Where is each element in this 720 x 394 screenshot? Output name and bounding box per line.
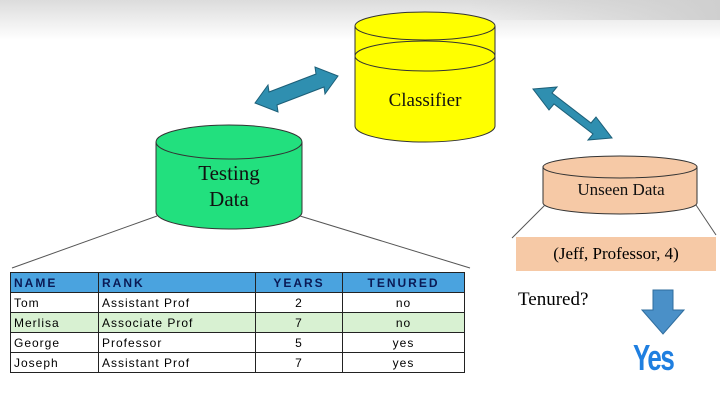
table-row: Tom Assistant Prof 2 no: [10, 292, 465, 313]
table-row: Joseph Assistant Prof 7 yes: [10, 352, 465, 373]
cell-tenured: yes: [342, 332, 465, 353]
cell-years: 7: [255, 312, 343, 333]
answer-label: Yes: [633, 337, 675, 378]
connector-line: [299, 215, 471, 269]
double-arrow-testing-classifier: [254, 66, 339, 113]
column-header-years: YEARS: [255, 272, 343, 293]
cell-rank: Assistant Prof: [98, 292, 256, 313]
cell-tenured: yes: [342, 352, 465, 373]
connector-line: [511, 204, 546, 239]
table-row: George Professor 5 yes: [10, 332, 465, 353]
unseen-data-cylinder: [542, 155, 698, 215]
classifier-label: Classifier: [388, 90, 462, 111]
classifier-cylinder: [354, 11, 496, 143]
column-header-rank: RANK: [98, 272, 256, 293]
column-header-name: NAME: [10, 272, 99, 293]
decorative-swoosh: [470, 0, 720, 20]
connector-line: [695, 204, 717, 236]
cell-name: George: [10, 332, 99, 353]
testing-data-label: Testing Data: [160, 160, 298, 212]
cell-tenured: no: [342, 292, 465, 313]
cell-rank: Professor: [98, 332, 256, 353]
table-row: Merlisa Associate Prof 7 no: [10, 312, 465, 333]
column-header-tenured: TENURED: [342, 272, 465, 293]
cell-rank: Assistant Prof: [98, 352, 256, 373]
testing-data-cylinder: [155, 124, 303, 230]
table-header-row: NAME RANK YEARS TENURED: [10, 272, 465, 293]
cell-name: Merlisa: [10, 312, 99, 333]
cell-name: Tom: [10, 292, 99, 313]
down-arrow-icon: [640, 289, 686, 335]
testing-data-label-line2: Data: [209, 187, 249, 211]
new-tuple-box: (Jeff, Professor, 4): [516, 237, 716, 271]
unseen-data-label: Unseen Data: [577, 180, 665, 199]
connector-line: [11, 215, 158, 269]
double-arrow-classifier-unseen: [532, 86, 613, 141]
cell-name: Joseph: [10, 352, 99, 373]
question-label: Tenured?: [518, 289, 589, 310]
cell-years: 2: [255, 292, 343, 313]
testing-data-label-line1: Testing: [198, 161, 260, 185]
cell-years: 5: [255, 332, 343, 353]
cell-tenured: no: [342, 312, 465, 333]
cell-years: 7: [255, 352, 343, 373]
training-data-table: NAME RANK YEARS TENURED Tom Assistant Pr…: [10, 272, 465, 373]
cell-rank: Associate Prof: [98, 312, 256, 333]
